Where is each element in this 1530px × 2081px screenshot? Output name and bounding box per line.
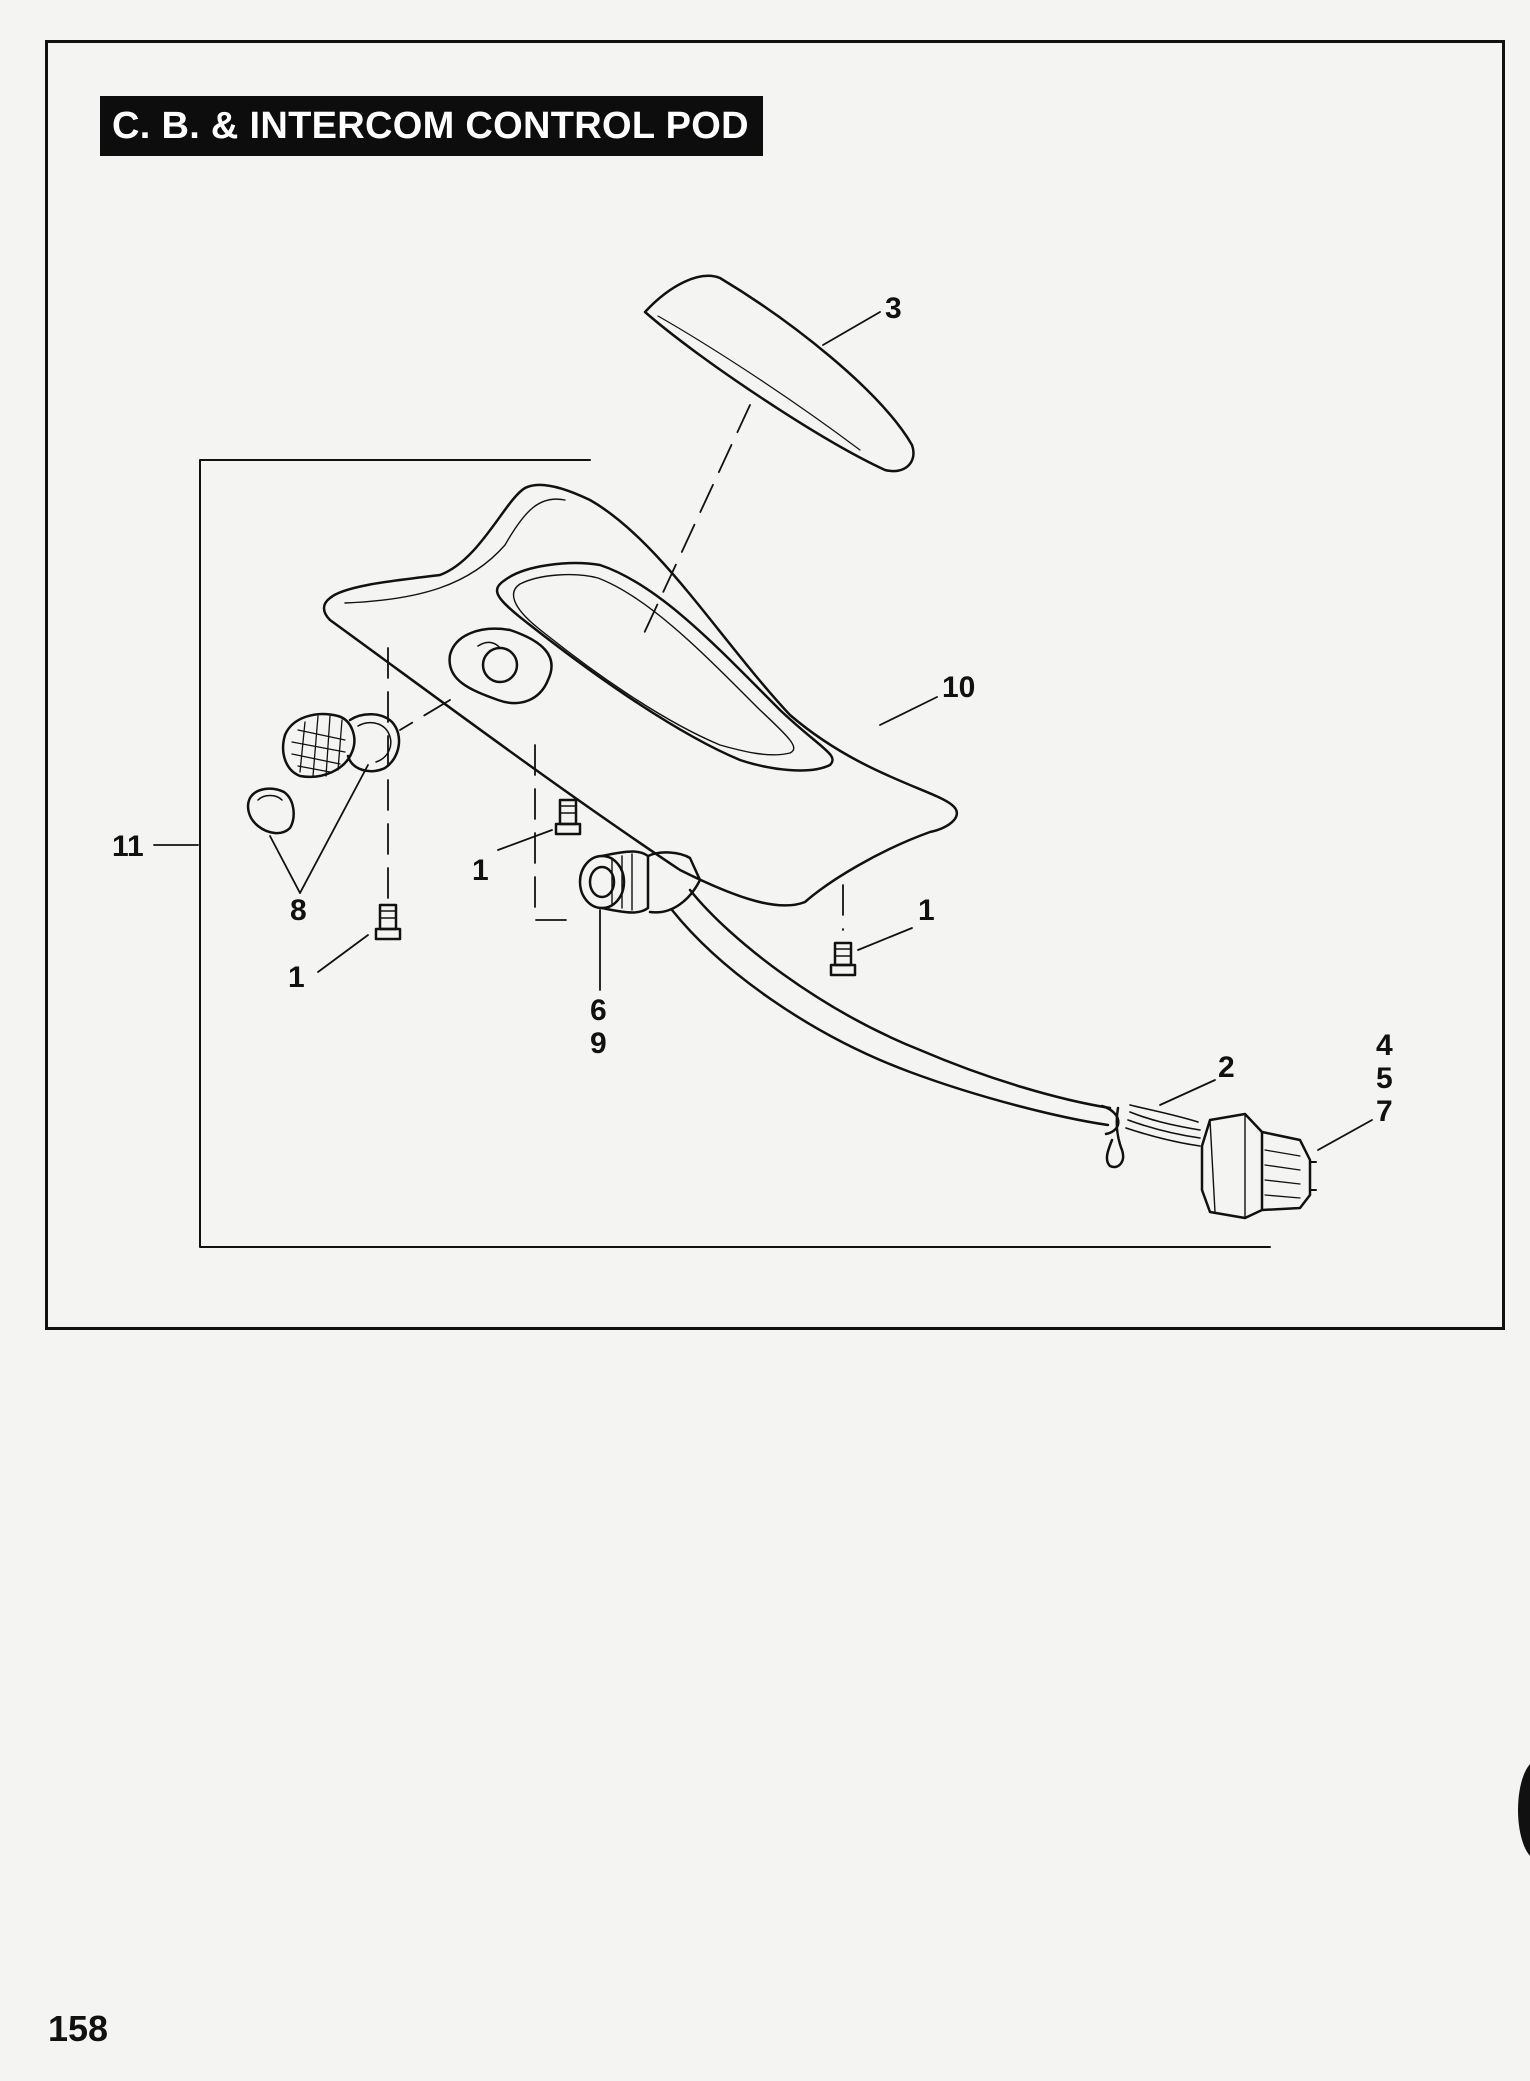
diagram-title: C. B. & INTERCOM CONTROL POD <box>100 96 763 156</box>
callouts: 3 10 11 8 1 1 1 6 9 2 4 5 7 <box>112 292 1393 1128</box>
callout-7: 7 <box>1376 1095 1393 1128</box>
part-headset-connector-6-9 <box>578 850 702 914</box>
callout-2: 2 <box>1218 1051 1235 1084</box>
part-control-pod-housing-10 <box>322 483 959 907</box>
callout-3: 3 <box>885 292 902 325</box>
callout-11: 11 <box>112 830 144 863</box>
diagram-frame <box>45 40 1505 1330</box>
callout-6: 6 <box>590 994 607 1027</box>
alignment-lines <box>387 404 844 931</box>
callout-1-left: 1 <box>288 961 305 994</box>
part-connector-block-4-5-7 <box>1200 1112 1317 1220</box>
callout-10: 10 <box>942 671 975 704</box>
part-screw-1-mid <box>554 798 582 836</box>
callout-1-mid: 1 <box>472 854 489 887</box>
callout-5: 5 <box>1376 1062 1393 1095</box>
callout-9: 9 <box>590 1027 607 1060</box>
callout-8: 8 <box>290 894 307 927</box>
part-cable-harness-2 <box>670 888 1201 1169</box>
assembly-bracket-11 <box>199 459 1271 1248</box>
part-trim-strip-3 <box>643 274 915 473</box>
part-speaker-grille-8 <box>246 712 401 835</box>
part-screw-1-right <box>829 941 857 977</box>
leader-lines <box>153 311 1373 1151</box>
callout-4: 4 <box>1376 1029 1393 1062</box>
callout-1-right: 1 <box>918 894 935 927</box>
section-tab-marker <box>1518 1760 1530 1860</box>
page-number: 158 <box>48 2008 109 2049</box>
part-screw-1-left <box>374 903 402 941</box>
